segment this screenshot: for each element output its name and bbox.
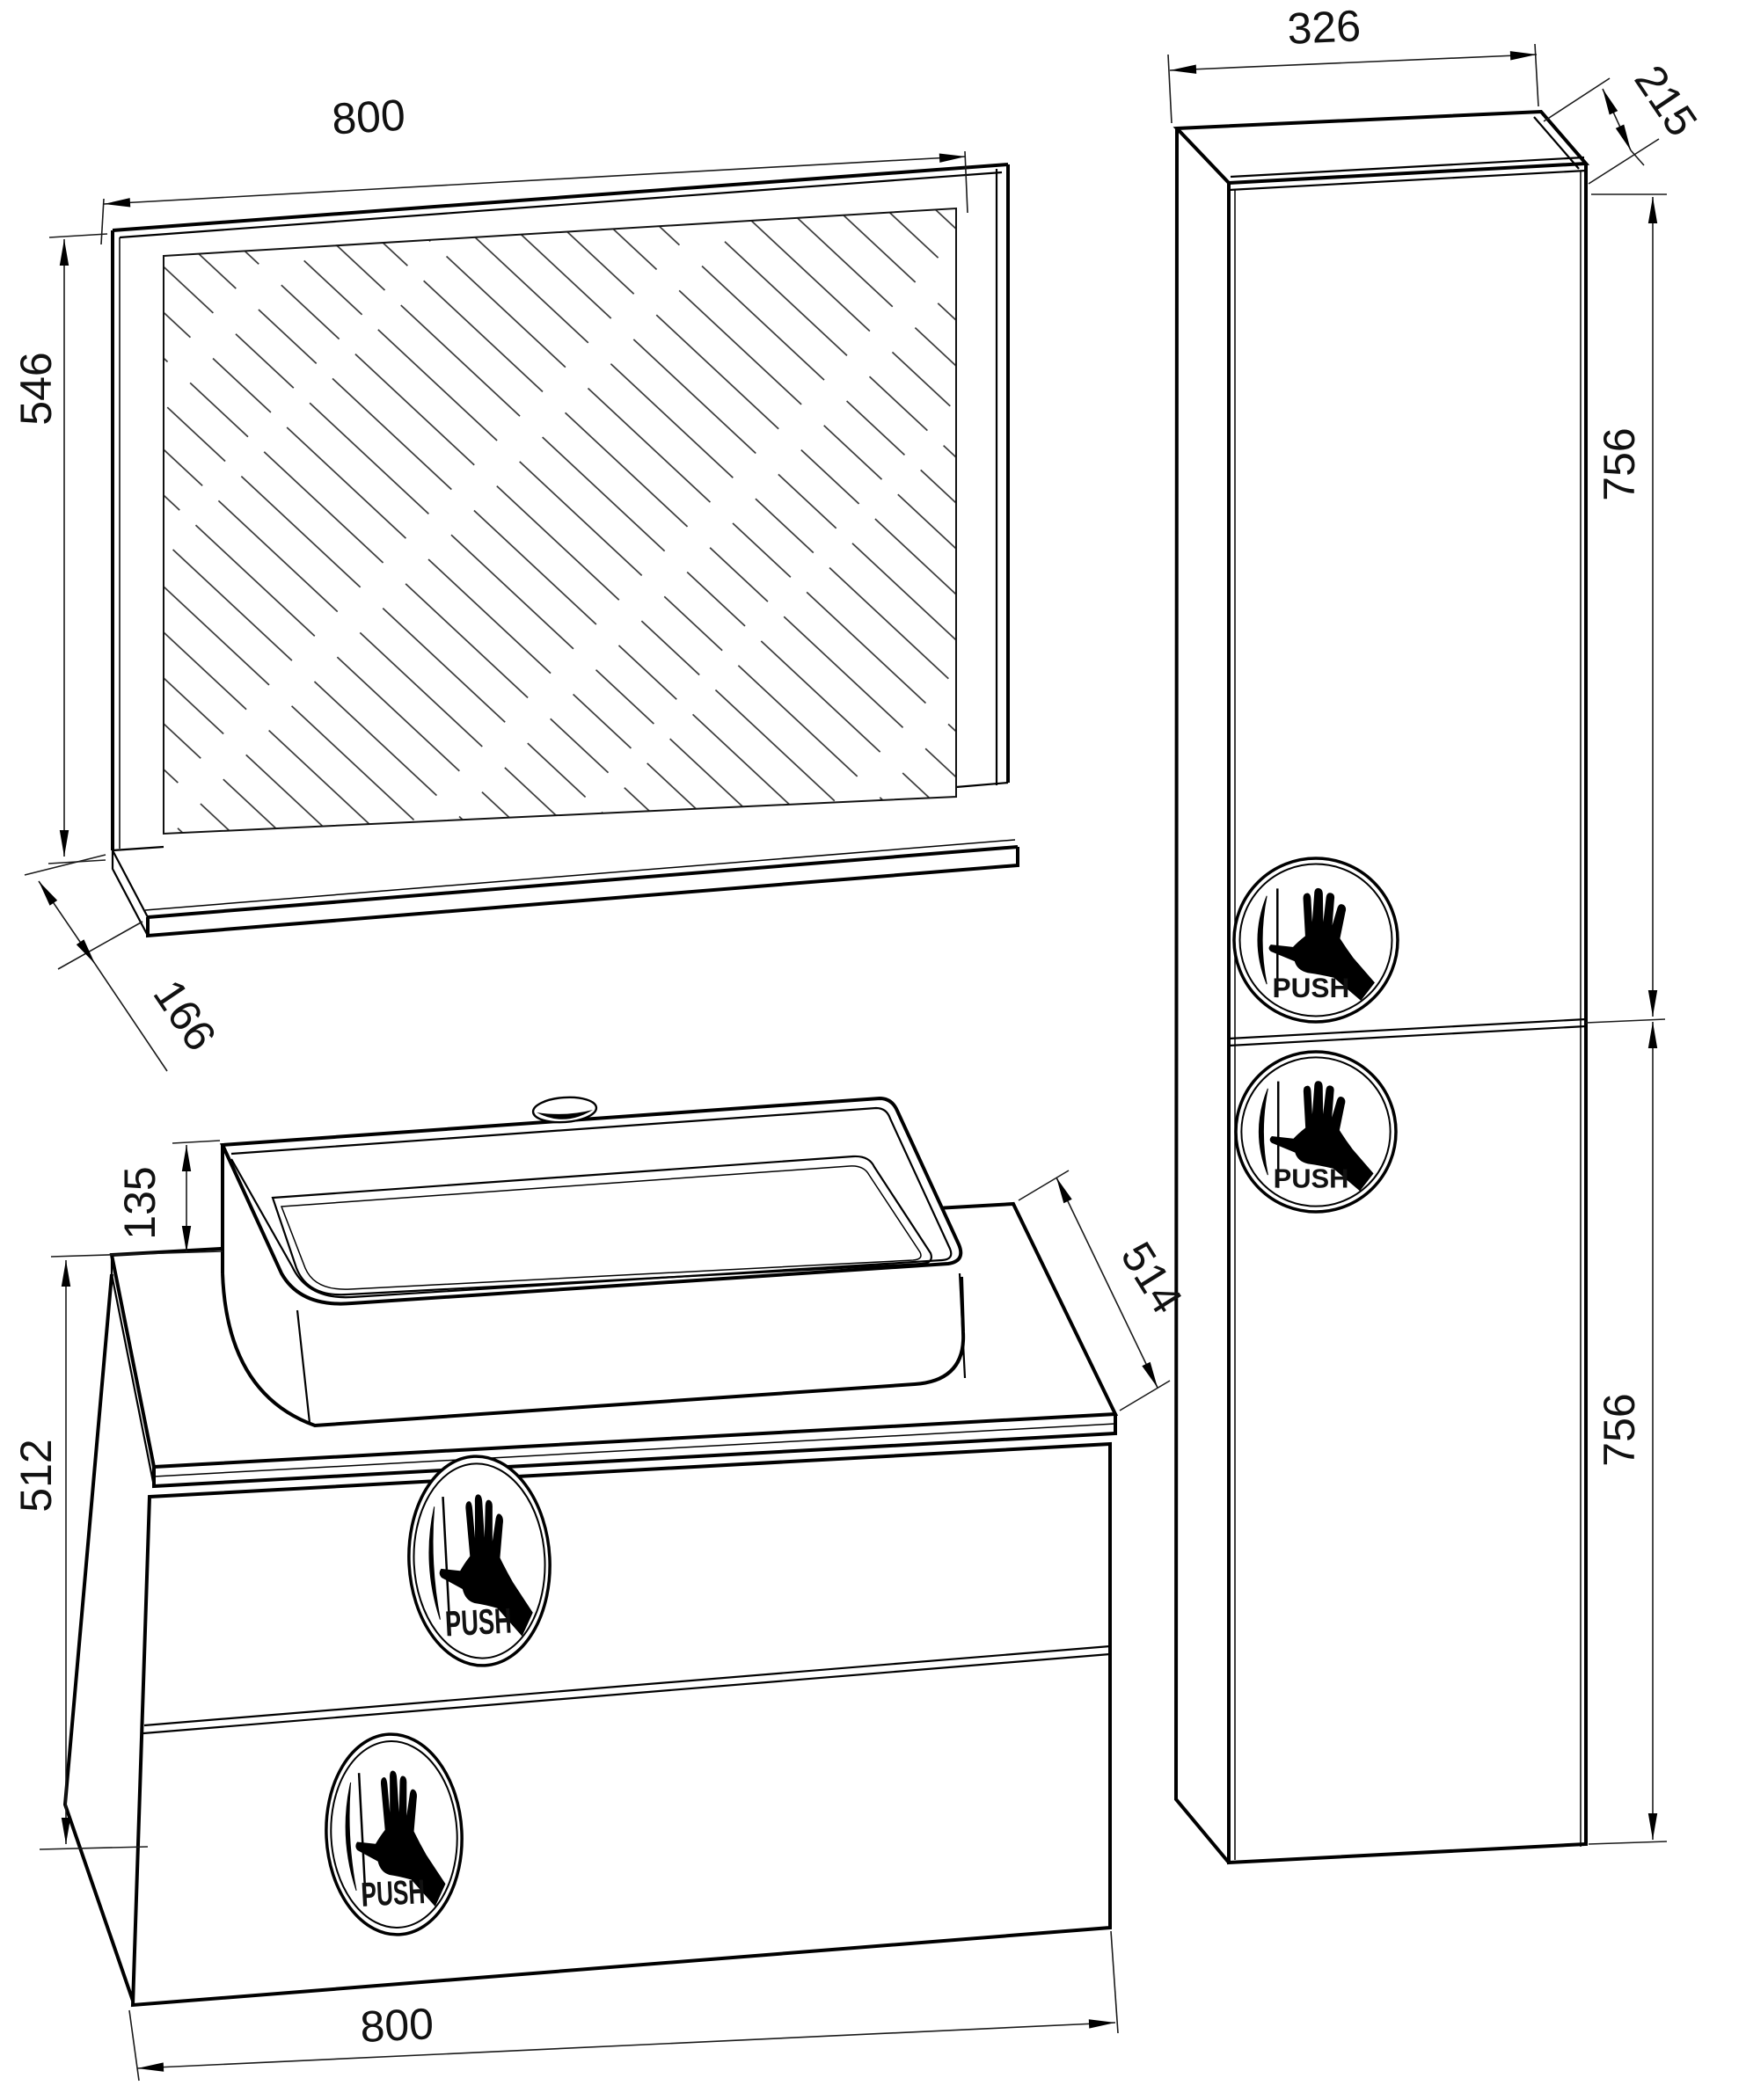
dim-label-shelf-depth: 166 <box>144 971 226 1059</box>
dimension-mirror-height: 546 <box>11 233 108 864</box>
tall-cabinet: PUSH PUSH 326 215 756 <box>1167 1 1707 1865</box>
dimension-vanity-height: 512 <box>11 1260 149 1850</box>
vessel-sink <box>219 1096 967 1428</box>
dim-label-cabinet-upper-height: 756 <box>1595 427 1644 500</box>
dim-label-vanity-depth: 514 <box>1112 1234 1193 1322</box>
dim-label-vanity-width: 800 <box>359 1999 435 2052</box>
dim-label-cabinet-lower-height: 756 <box>1595 1393 1644 1466</box>
dimension-mirror-width: 800 <box>100 91 968 245</box>
dimension-vanity-width: 800 <box>128 1930 1119 2082</box>
dimension-sink-height: 135 <box>50 1140 223 1258</box>
mirror-glass <box>163 207 957 835</box>
push-badge-vanity-upper-drawer: PUSH <box>404 1453 555 1669</box>
push-badge-vanity-lower-drawer: PUSH <box>321 1731 467 1938</box>
push-label: PUSH <box>360 1873 426 1914</box>
faucet-hole <box>531 1096 598 1124</box>
push-label: PUSH <box>444 1601 513 1644</box>
dim-label-cabinet-depth: 215 <box>1625 56 1707 144</box>
dim-label-mirror-width: 800 <box>331 91 407 144</box>
vanity-side-panel <box>62 1273 135 2004</box>
vanity-with-sink: PUSH PUSH 135 512 514 <box>11 1096 1192 2081</box>
mirror-shelf <box>111 781 1019 938</box>
push-badge-cabinet-upper-door: PUSH <box>1234 858 1398 1022</box>
dim-label-mirror-height: 546 <box>11 352 61 425</box>
push-label: PUSH <box>1274 1163 1349 1194</box>
dimension-cabinet-lower-height: 756 <box>1588 1022 1668 1845</box>
push-label: PUSH <box>1273 972 1350 1003</box>
vanity-drawers <box>130 1441 1112 2008</box>
dim-label-cabinet-width: 326 <box>1286 1 1362 54</box>
dimension-cabinet-width: 326 <box>1167 1 1539 124</box>
mirror-with-shelf: 800 546 166 <box>11 91 1019 1072</box>
push-badge-cabinet-lower-door: PUSH <box>1236 1052 1396 1212</box>
dim-label-vanity-height: 512 <box>11 1439 61 1512</box>
dimension-cabinet-upper-height: 756 <box>1591 193 1667 1017</box>
dim-label-sink-height: 135 <box>115 1166 164 1239</box>
